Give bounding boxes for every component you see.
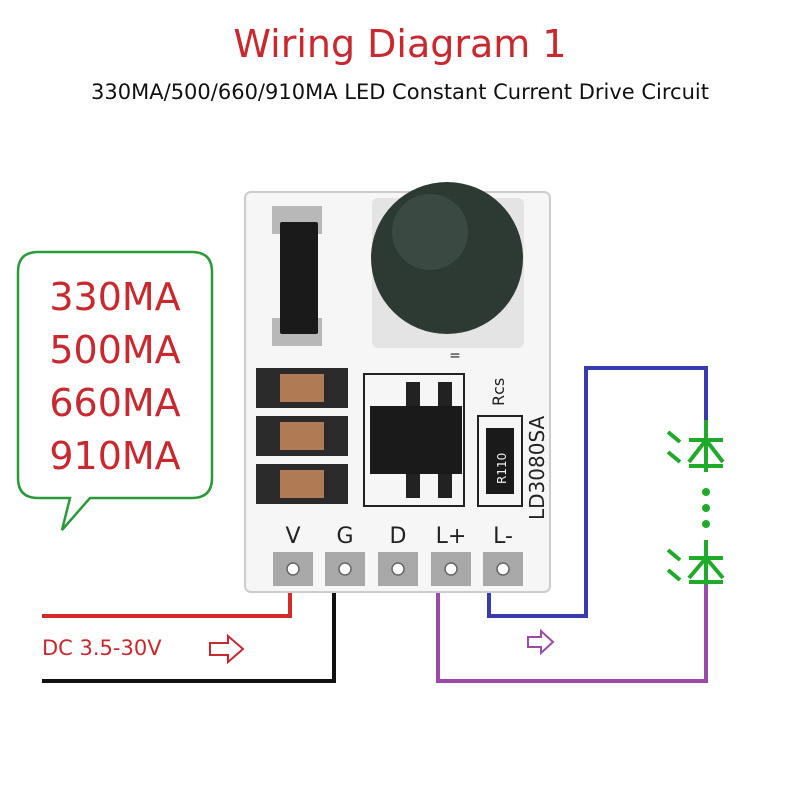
pin-hole-l-minus xyxy=(496,562,510,576)
ic-pin-1 xyxy=(406,382,420,412)
rcs-resistor-frame xyxy=(477,415,523,507)
ground-wire xyxy=(42,578,336,683)
current-option-660: 660MA xyxy=(49,381,180,425)
capacitor-3-body xyxy=(280,470,324,498)
current-option-500: 500MA xyxy=(49,328,180,372)
page-title: Wiring Diagram 1 xyxy=(233,22,567,66)
current-arrow-icon xyxy=(527,628,555,656)
led-bottom-icon xyxy=(666,540,725,585)
capacitor-2-body xyxy=(280,422,324,450)
pin-label-l-plus: L+ xyxy=(436,524,467,549)
resistor-marking: R110 xyxy=(495,453,509,484)
inductor-highlight xyxy=(392,194,468,270)
pin-hole-l-plus xyxy=(444,562,458,576)
led-continuation-dots-icon xyxy=(702,488,710,528)
ic-chip xyxy=(370,406,462,474)
model-label: LD3080SA xyxy=(525,415,549,520)
rcs-resistor xyxy=(486,428,514,494)
pin-label-l-minus: L- xyxy=(493,524,513,549)
pin-hole-d xyxy=(391,562,405,576)
led-positive-wire xyxy=(436,578,708,683)
page-subtitle: 330MA/500/660/910MA LED Constant Current… xyxy=(91,80,709,104)
ic-pin-4 xyxy=(438,468,452,498)
led-top-icon xyxy=(666,420,725,472)
ic-pin-2 xyxy=(438,382,452,412)
capacitor-1-body xyxy=(280,374,324,402)
current-options-bubble xyxy=(16,250,214,531)
pin-label-v: V xyxy=(285,524,300,549)
supply-arrow-icon xyxy=(209,633,245,665)
ic-outline xyxy=(363,373,465,507)
pin-hole-v xyxy=(286,562,300,576)
ic-pin-3 xyxy=(406,468,420,498)
current-option-910: 910MA xyxy=(49,434,180,478)
led-negative-wire xyxy=(487,366,708,618)
rcs-label: Rcs xyxy=(489,378,508,406)
schottky-diode xyxy=(280,222,318,334)
inductor-marking: = xyxy=(449,348,461,364)
supply-label: DC 3.5-30V xyxy=(42,636,162,660)
pin-hole-g xyxy=(338,562,352,576)
pin-label-d: D xyxy=(390,524,407,549)
pin-label-g: G xyxy=(336,524,353,549)
current-option-330: 330MA xyxy=(49,275,180,319)
